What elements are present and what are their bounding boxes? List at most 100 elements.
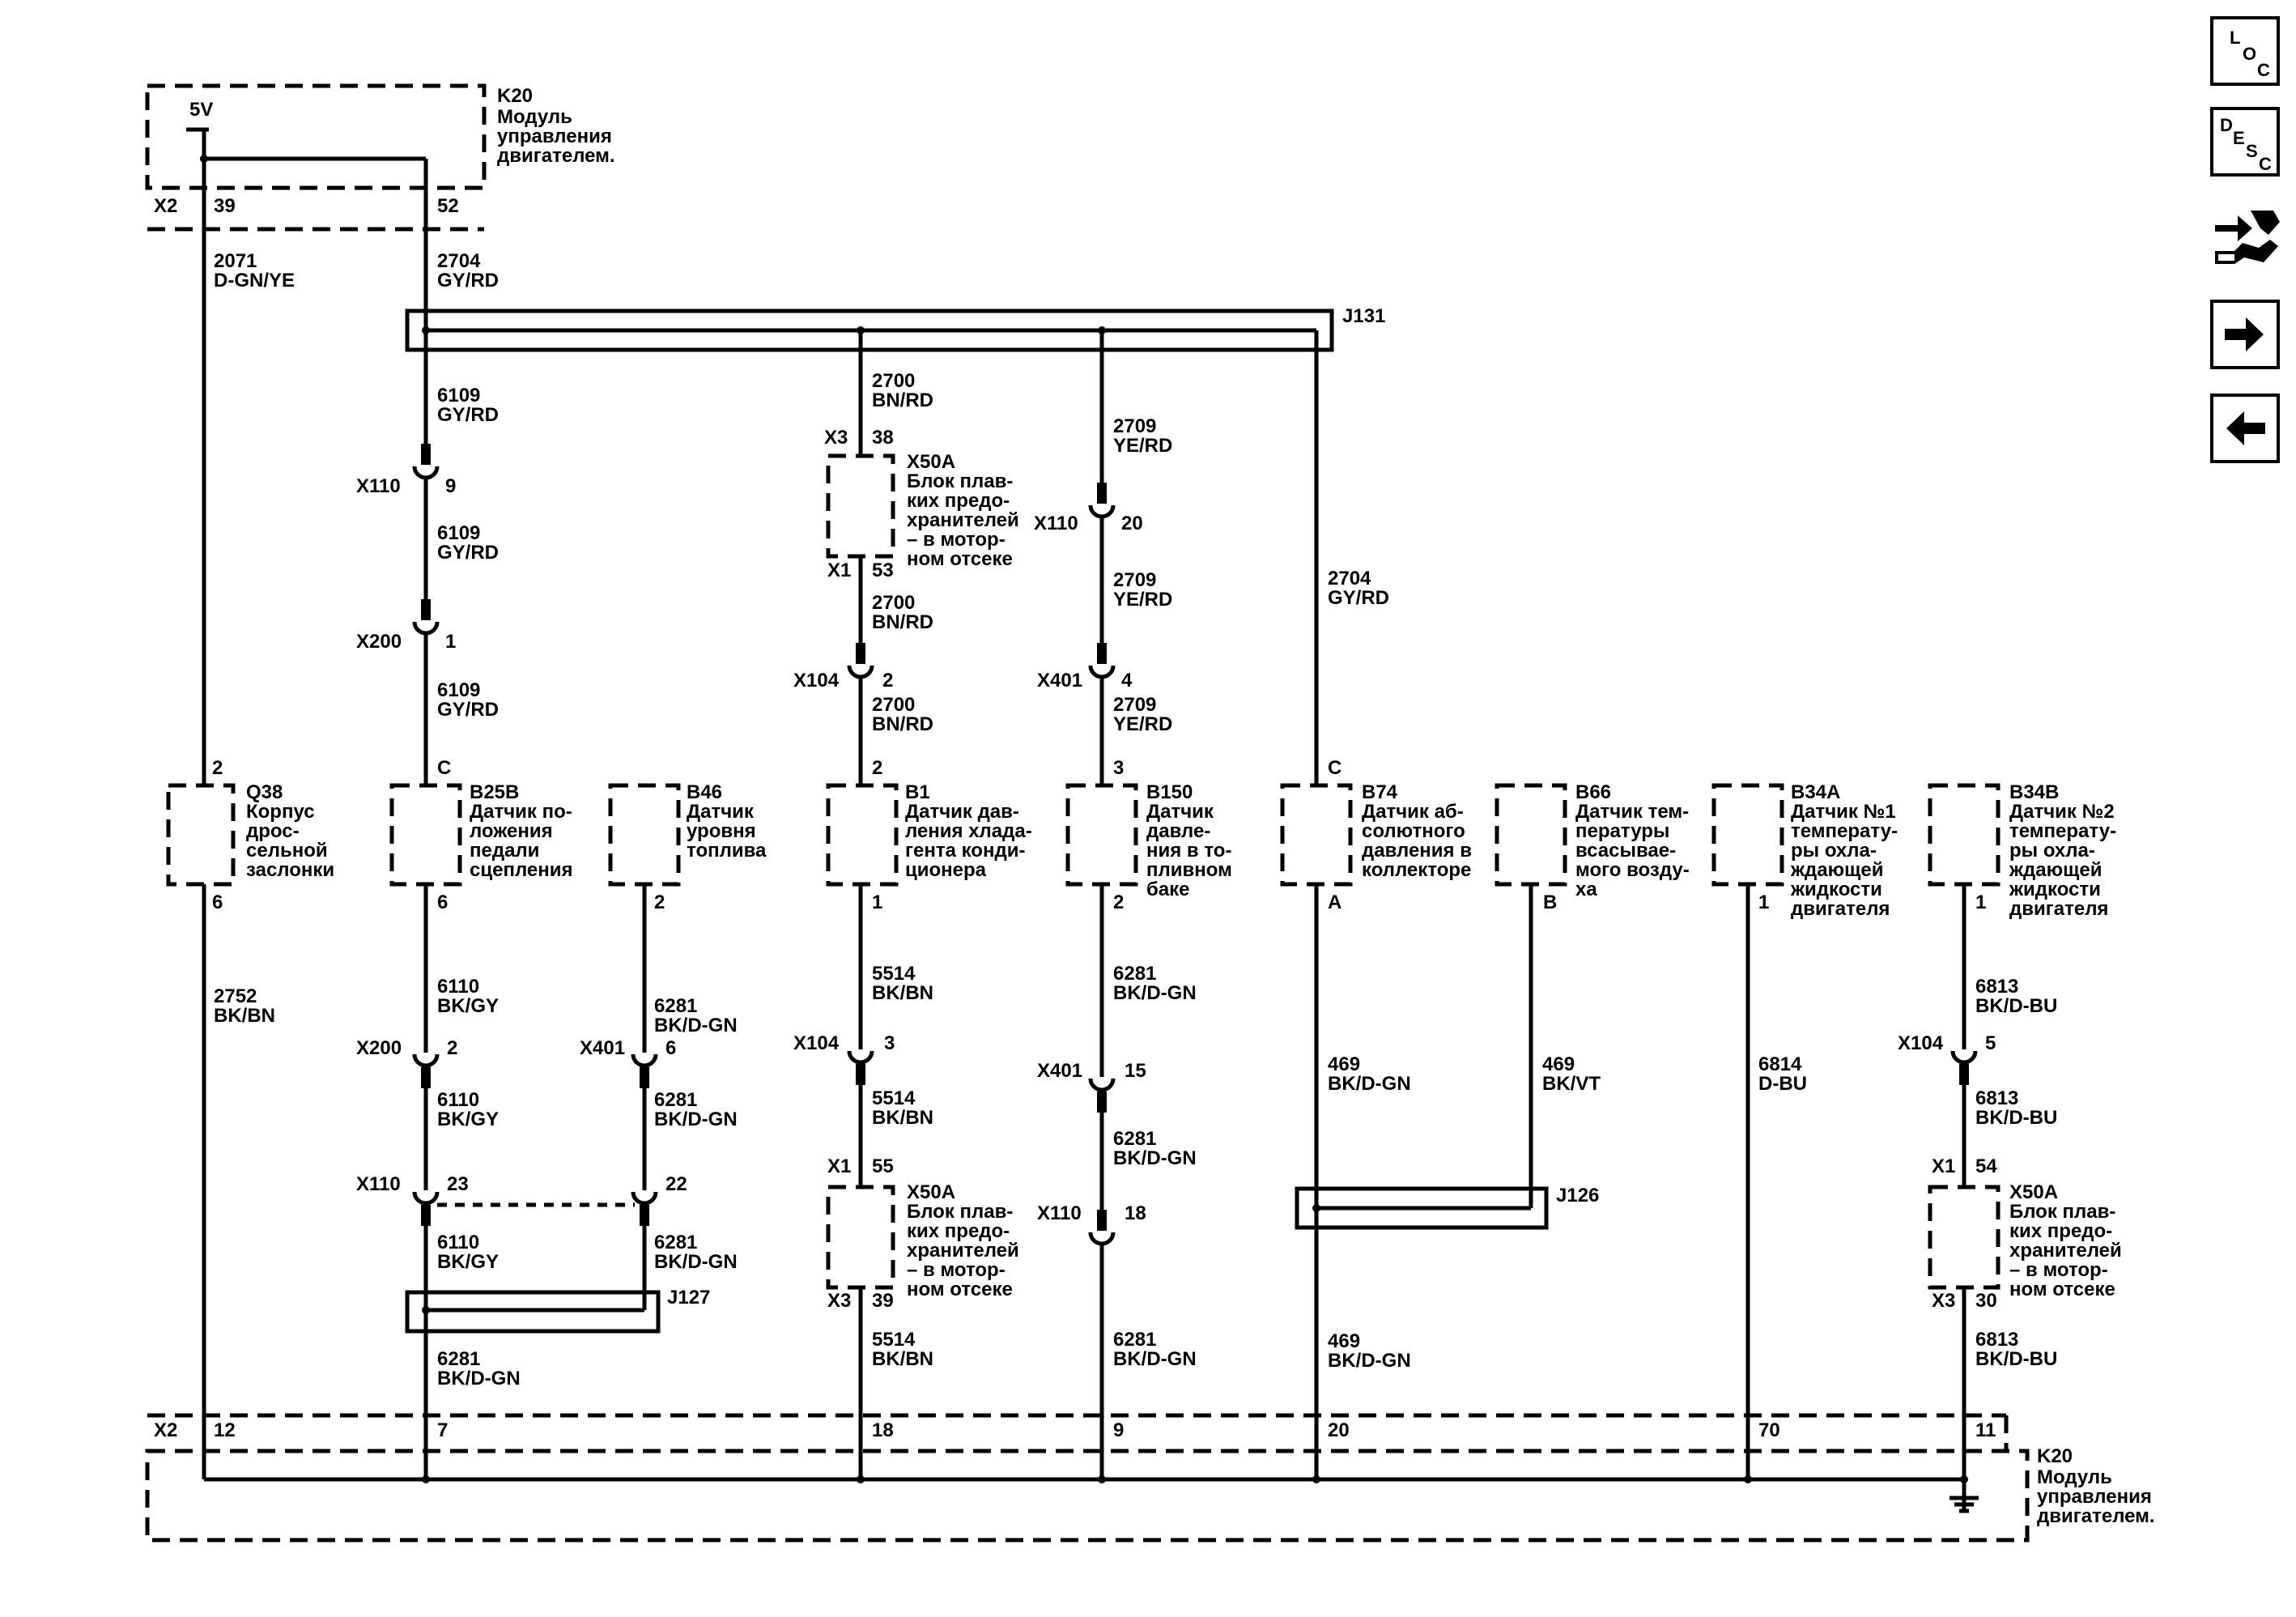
- wires-w2752-0-label: 2752: [214, 985, 257, 1007]
- connectors-c-x104-2-0-label: X104: [793, 670, 840, 691]
- components-b46-lines-2-label: топлива: [687, 840, 767, 862]
- wires-w5514a-1-label: BK/BN: [872, 982, 933, 1004]
- wires-w6281e-1-label: BK/D-GN: [1113, 982, 1197, 1004]
- connectors-c-x110-9-1-label: 9: [445, 475, 456, 497]
- k20-bottom-lines-2-label: двигателем.: [2037, 1505, 2155, 1527]
- wires-w2709b-1-label: YE/RD: [1113, 589, 1172, 611]
- components-b1-pin-bot-label: 1: [872, 891, 882, 913]
- k20-bottom-pins-4-label: 20: [1328, 1419, 1350, 1441]
- wires-w6813c-0-label: 6813: [1975, 1329, 2018, 1351]
- wires-w6813a-0-label: 6813: [1975, 976, 2018, 998]
- k20-top-pin-b-label: 52: [437, 195, 459, 217]
- k20-top-pin-a-label: 39: [214, 195, 236, 217]
- connectors-c-x110-22-1-label: 22: [665, 1173, 687, 1195]
- component-b1: 2 B1 Датчик дав- ления хлада- гента конд…: [826, 757, 1032, 913]
- components-q38-lines-3-label: заслонки: [246, 859, 334, 881]
- connectors-c-x1-54-1-label: 54: [1975, 1155, 1997, 1177]
- prev-arrow-icon: [2226, 411, 2265, 445]
- connectors-c-x3-39-0-label: X3: [827, 1290, 851, 1312]
- k20-top-lines-2-label: двигателем.: [497, 145, 615, 167]
- splices-j126-label: J126: [1556, 1185, 1599, 1206]
- connectors-c-x401-4-1-label: 4: [1121, 670, 1133, 691]
- components-b34a-pin-bot-label: 1: [1758, 891, 1769, 913]
- wires-w6814-1-label: D-BU: [1758, 1073, 1807, 1095]
- connectors-c-x3-30-1-label: 30: [1975, 1290, 1997, 1312]
- k20-top-id-label: K20: [497, 85, 533, 107]
- k20-bottom-lines-0-label: Модуль: [2037, 1466, 2112, 1488]
- wires-w6109a-1-label: GY/RD: [437, 404, 499, 426]
- wires-w6281g-0-label: 6281: [1113, 1329, 1156, 1351]
- components-b46-lines-0-label: Датчик: [687, 801, 755, 823]
- components-b1-lines-1-label: ления хлада-: [905, 820, 1032, 842]
- components-b34b-lines-3-label: ждающей: [2009, 859, 2102, 881]
- components-b34a-lines-0-label: Датчик №1: [1791, 801, 1896, 823]
- components-b25b-lines-0-label: Датчик по-: [470, 801, 572, 823]
- wires-w469b-1-label: BK/VT: [1542, 1073, 1601, 1095]
- desc-icon-c: C: [2259, 154, 2272, 174]
- fuse-block-lines-1-label: ких предо-: [907, 1220, 1010, 1242]
- components-q38-lines-1-label: дрос-: [246, 820, 300, 842]
- connectors-c-x200-2-1-label: 2: [447, 1037, 457, 1059]
- k20-top-connector-label: X2: [154, 195, 177, 217]
- splice-j126: J126: [1295, 1185, 1599, 1230]
- k20-bottom-id-label: K20: [2037, 1445, 2073, 1467]
- splice-j131: J131: [405, 305, 1385, 352]
- fuse-block-lines-3-label: – в мотор-: [907, 529, 1006, 551]
- components-b74-lines-1-label: солютного: [1362, 820, 1465, 842]
- fuse-block-id-label: X50A: [907, 451, 955, 473]
- components-b66-pin-bot-label: B: [1543, 891, 1557, 913]
- components-b150-lines-3-label: пливном: [1146, 859, 1232, 881]
- k20-bottom-pins-6-label: 11: [1975, 1419, 1996, 1441]
- loc-icon-c: C: [2257, 60, 2270, 80]
- fuse-block-lines-0-label: Блок плав-: [2009, 1201, 2115, 1223]
- fuse-block-lines-3-label: – в мотор-: [2009, 1259, 2108, 1281]
- fuse-block-lines-0-label: Блок плав-: [907, 470, 1013, 492]
- wires-w469c-1-label: BK/D-GN: [1328, 1350, 1411, 1372]
- connectors-c-x110-18-0-label: X110: [1037, 1202, 1082, 1224]
- components-b1-pin-top-label: 2: [872, 757, 882, 779]
- component-q38: 2 Q38 Корпус дрос- сельной заслонки 6: [166, 757, 334, 913]
- wires-w2071-0-label: 2071: [214, 250, 257, 272]
- k20-bottom-pins-1-label: 7: [437, 1419, 448, 1441]
- components-b25b-id-label: B25B: [470, 781, 519, 803]
- wires-w5514a-0-label: 5514: [872, 963, 916, 985]
- loc-icon-l: L: [2230, 28, 2241, 48]
- components-b66-lines-2-label: всасывае-: [1575, 840, 1676, 862]
- connector-tool-button[interactable]: [2210, 204, 2283, 277]
- connectors-c-x1-53-1-label: 53: [872, 560, 894, 581]
- desc-icon-d: D: [2220, 115, 2233, 135]
- connectors-c-x1-55-1-label: 55: [872, 1155, 894, 1177]
- k20-bottom-pins-2-label: 18: [872, 1419, 894, 1441]
- connectors-c-x401-6-1-label: 6: [665, 1037, 676, 1059]
- component-b34b: B34B Датчик №2 температу- ры охла- ждающ…: [1928, 781, 2116, 920]
- wires-w2709c-1-label: YE/RD: [1113, 713, 1172, 735]
- fuse-block-x50a-right: X50A Блок плав- ких предо- хранителей – …: [1928, 1181, 2122, 1300]
- fuse-block-lines-2-label: хранителей: [907, 509, 1019, 531]
- components-b34a-lines-3-label: ждающей: [1790, 859, 1883, 881]
- wires-w2704a-1-label: GY/RD: [437, 270, 499, 291]
- prev-button[interactable]: [2210, 394, 2280, 463]
- connectors-c-x401-6-0-label: X401: [580, 1037, 625, 1059]
- wires-w6813a-1-label: BK/D-BU: [1975, 995, 2057, 1017]
- connectors-c-x104-5-0-label: X104: [1898, 1032, 1944, 1054]
- wires-w6813b-0-label: 6813: [1975, 1087, 2018, 1109]
- loc-icon-o: O: [2243, 44, 2257, 64]
- components-b150-id-label: B150: [1146, 781, 1193, 803]
- next-button[interactable]: [2210, 300, 2280, 369]
- wires-w6110b-0-label: 6110: [437, 1089, 479, 1111]
- k20-bottom-pins-3-label: 9: [1113, 1419, 1124, 1441]
- fuse-block-lines-4-label: ном отсеке: [907, 1279, 1013, 1300]
- wires-w6109b-0-label: 6109: [437, 522, 480, 544]
- loc-button[interactable]: L O C: [2210, 16, 2280, 86]
- wires-w2700b-1-label: BN/RD: [872, 611, 933, 633]
- ground-icon: [1949, 1479, 1979, 1513]
- wires-w469a-0-label: 469: [1328, 1053, 1360, 1075]
- components-b34b-lines-1-label: температу-: [2009, 820, 2116, 842]
- wires-w6281a-0-label: 6281: [654, 995, 697, 1017]
- connectors-c-x110-23-0-label: X110: [356, 1173, 401, 1195]
- component-b150: 3 B150 Датчик давле- ния в то- пливном б…: [1065, 757, 1232, 913]
- wires-w6109c-1-label: GY/RD: [437, 699, 499, 721]
- connectors-c-x104-3-0-label: X104: [793, 1032, 840, 1054]
- component-b74: C B74 Датчик аб- солютного давления в ко…: [1280, 757, 1472, 913]
- desc-button[interactable]: D E S C: [2210, 107, 2280, 177]
